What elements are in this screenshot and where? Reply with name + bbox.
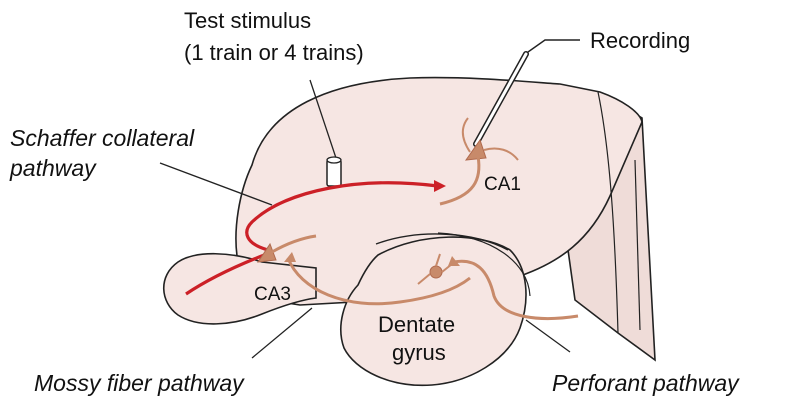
test-stimulus-label-line2: (1 train or 4 trains)	[184, 40, 364, 65]
granule-cell	[430, 266, 442, 278]
ca1-label: CA1	[484, 174, 521, 195]
schaffer-label-line1: Schaffer collateral	[10, 125, 195, 151]
recording-label: Recording	[590, 28, 690, 53]
mossy-leader-line	[252, 308, 312, 358]
mossy-fiber-label: Mossy fiber pathway	[34, 370, 245, 396]
ca3-label: CA3	[254, 284, 291, 305]
perforant-leader-line	[526, 320, 570, 352]
dentate-label-line1: Dentate	[378, 312, 455, 337]
recording-leader-line	[528, 40, 580, 52]
test-stimulus-label-line1: Test stimulus	[184, 8, 311, 33]
dentate-label-line2: gyrus	[392, 340, 446, 365]
schaffer-label-line2: pathway	[9, 155, 97, 181]
perforant-label: Perforant pathway	[552, 370, 740, 396]
